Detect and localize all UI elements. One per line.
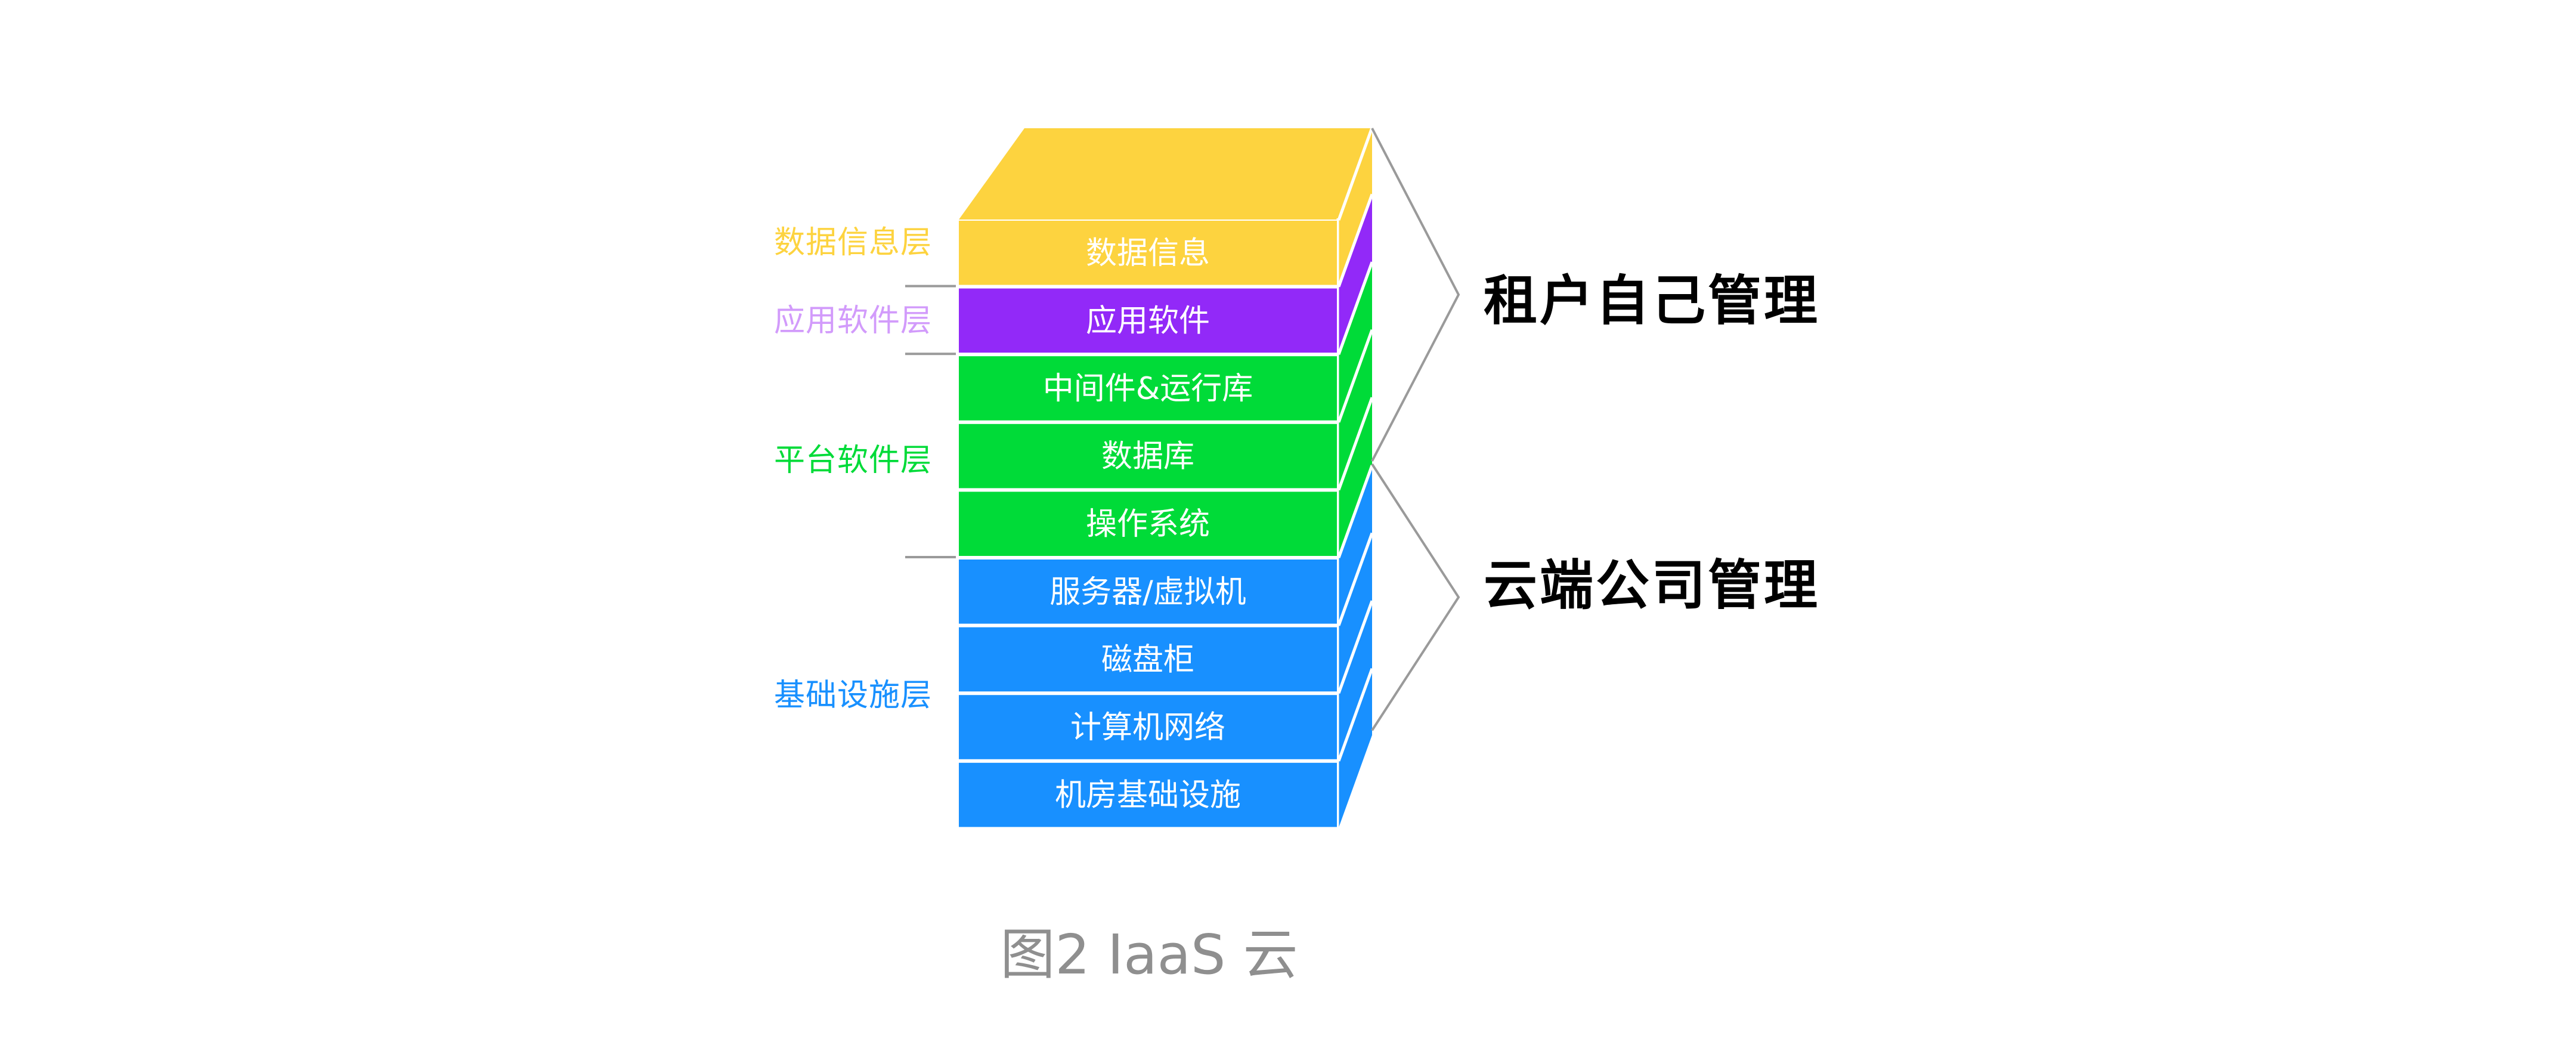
management-brace <box>1371 128 1460 462</box>
side-face-edge <box>1337 127 1374 221</box>
layer-row-label: 操作系统 <box>1086 506 1210 542</box>
layer-row <box>959 695 1337 759</box>
side-face-edge <box>1337 600 1374 694</box>
side-face-segment <box>1339 467 1372 628</box>
layer-row-label: 服务器/虚拟机 <box>1049 574 1246 610</box>
layer-label-infra: 基础设施层 <box>773 678 932 713</box>
side-face-segment <box>1339 399 1372 560</box>
tenant-managed-label: 租户自己管理 <box>1484 270 1820 332</box>
layer-row <box>959 560 1337 624</box>
side-face-edge <box>1337 532 1374 626</box>
side-face-edge <box>1337 465 1374 558</box>
side-face-edge <box>1337 397 1374 491</box>
layer-row-label: 计算机网络 <box>1070 710 1225 746</box>
figure-caption: 图2 IaaS 云 <box>1000 923 1298 987</box>
block-front-rows: 数据信息应用软件中间件&运行库数据库操作系统服务器/虚拟机磁盘柜计算机网络机房基… <box>959 221 1337 827</box>
management-brace <box>1371 463 1460 731</box>
layer-row-label: 机房基础设施 <box>1055 778 1241 814</box>
side-face-segment <box>1339 602 1372 763</box>
side-face-edge <box>1337 329 1374 423</box>
layer-label-app: 应用软件层 <box>773 303 932 339</box>
layer-label-data: 数据信息层 <box>773 225 932 261</box>
layer-row <box>959 762 1337 827</box>
layer-row-label: 磁盘柜 <box>1101 642 1194 678</box>
layer-label-platform: 平台软件层 <box>773 443 932 478</box>
layer-row <box>959 288 1337 353</box>
layer-row-label: 中间件&运行库 <box>1043 371 1253 407</box>
layer-row-label: 数据信息 <box>1086 236 1210 271</box>
layer-row <box>959 492 1337 556</box>
side-face-bottom-mask <box>1339 735 1375 852</box>
side-face-segment <box>1339 264 1372 424</box>
side-face-edge <box>1337 667 1374 762</box>
block-side-face <box>1336 127 1375 852</box>
top-face <box>959 128 1372 220</box>
side-face-segment <box>1339 534 1372 696</box>
side-face-segment <box>1339 196 1372 357</box>
layer-row-label: 数据库 <box>1101 439 1194 475</box>
layer-dividers <box>905 285 956 558</box>
layer-row <box>959 424 1337 489</box>
cloud-provider-managed-label: 云端公司管理 <box>1484 554 1820 617</box>
block-top-face <box>959 128 1372 220</box>
layer-row <box>959 356 1337 421</box>
side-face-segment <box>1339 331 1372 492</box>
layer-row-label: 应用软件 <box>1086 303 1210 339</box>
layer-row <box>959 627 1337 692</box>
side-face-segment <box>1339 128 1372 289</box>
layer-row <box>959 221 1337 285</box>
side-face-edge <box>1337 261 1374 356</box>
management-braces <box>1371 128 1460 731</box>
side-face-segment <box>1339 670 1372 831</box>
side-face-edge <box>1337 193 1374 288</box>
